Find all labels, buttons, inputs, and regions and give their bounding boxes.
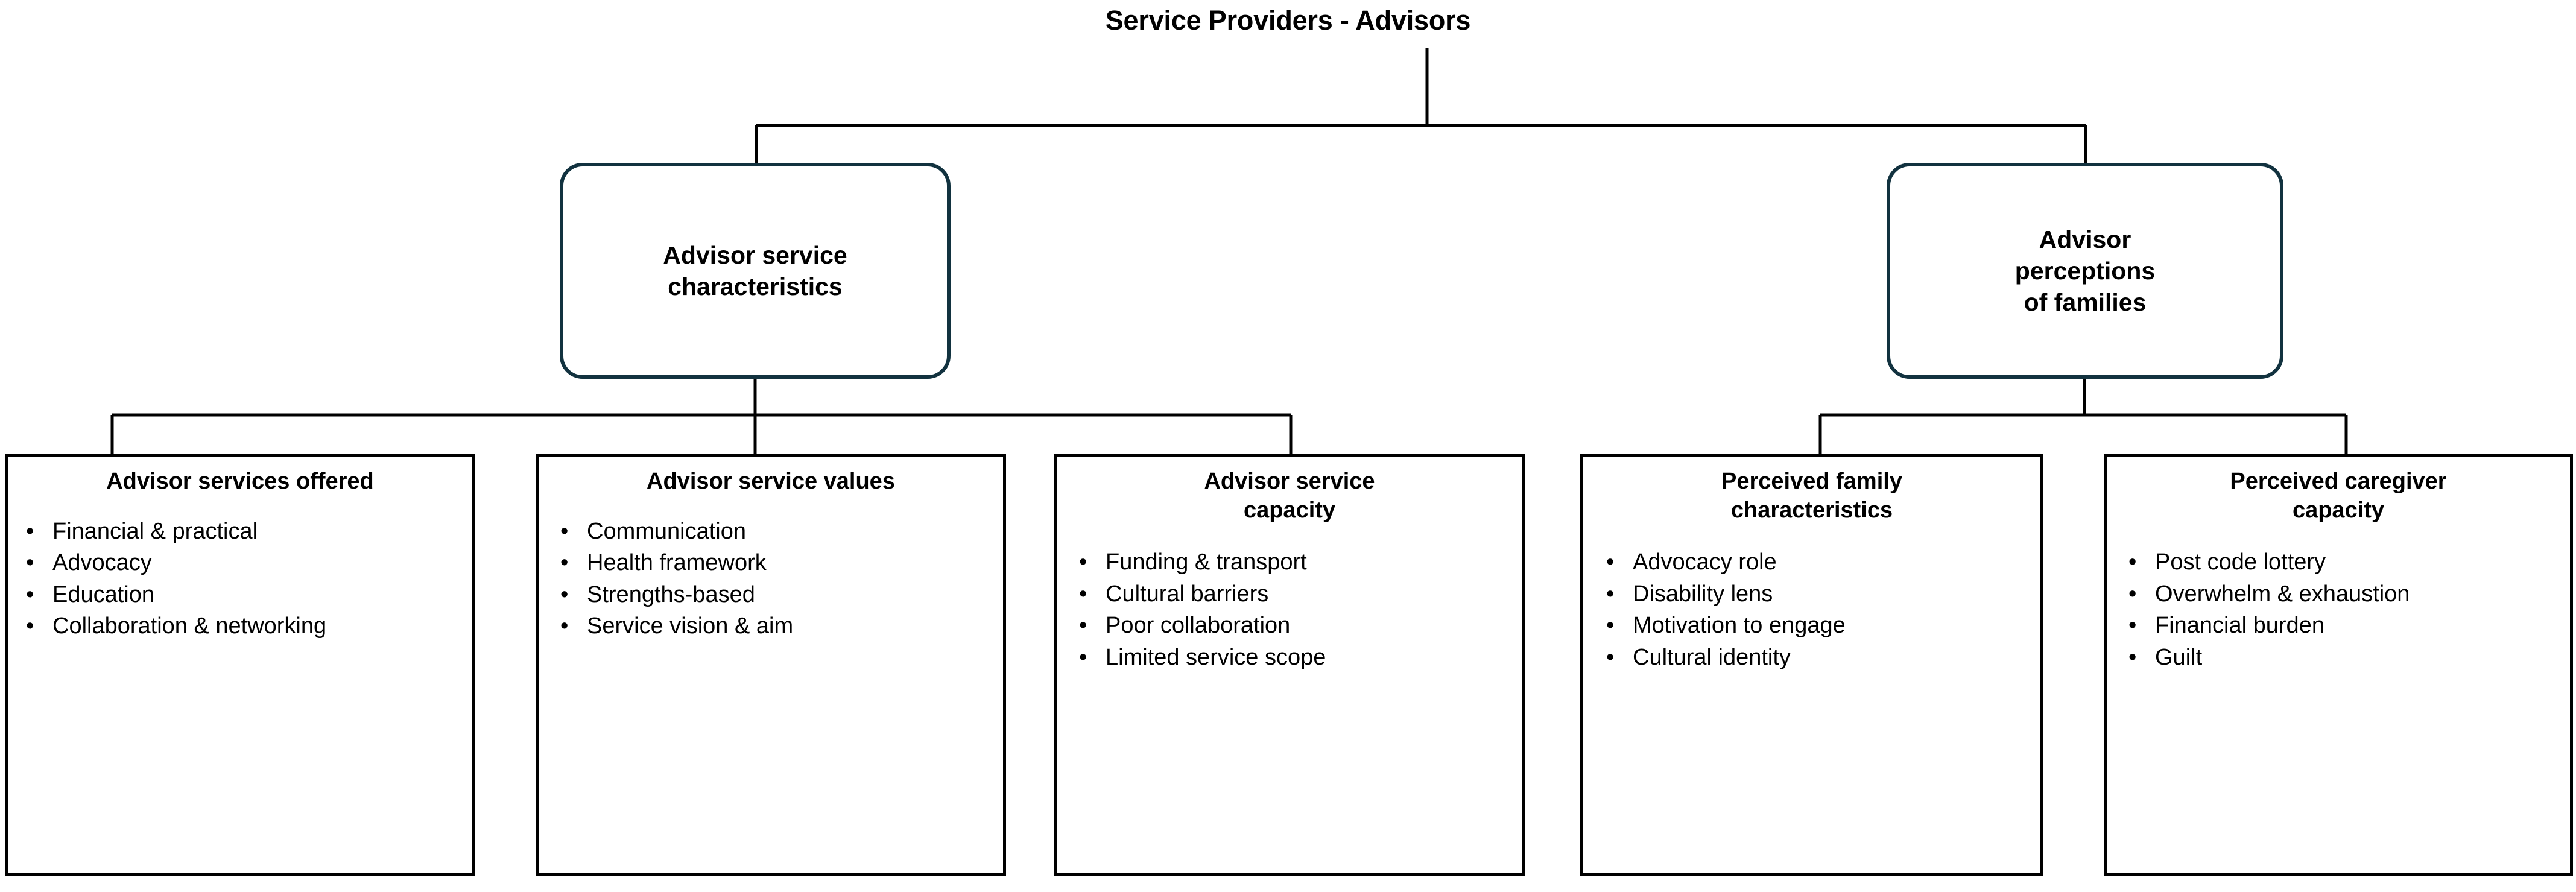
list-item: Limited service scope [1066,643,1522,672]
subtheme-box-perceived-caregiver-capacity: Perceived caregiver capacity Post code l… [2104,454,2573,876]
subtheme-box-advisor-service-capacity: Advisor service capacity Funding & trans… [1054,454,1525,876]
subtheme-list: Advocacy role Disability lens Motivation… [1593,548,2040,672]
subtheme-box-perceived-family-characteristics: Perceived family characteristics Advocac… [1580,454,2043,876]
list-item: Financial burden [2115,611,2570,641]
list-item: Education [13,580,472,610]
list-item: Motivation to engage [1593,611,2040,641]
list-item: Advocacy role [1593,548,2040,577]
subtheme-list: Post code lottery Overwhelm & exhaustion… [2115,548,2570,672]
list-item: Health framework [547,548,1003,578]
subtheme-title: Perceived caregiver capacity [2230,469,2447,523]
subtheme-list: Funding & transport Cultural barriers Po… [1066,548,1522,672]
list-item: Collaboration & networking [13,612,472,641]
theme-box-advisor-perceptions-of-families: Advisor perceptions of families [1887,163,2283,379]
subtheme-list: Communication Health framework Strengths… [547,517,1003,642]
subtheme-box-advisor-service-values: Advisor service values Communication Hea… [536,454,1006,876]
list-item: Service vision & aim [547,612,1003,641]
subtheme-title: Advisor service values [647,469,895,494]
list-item: Financial & practical [13,517,472,546]
subtheme-title: Perceived family characteristics [1721,469,1902,523]
list-item: Advocacy [13,548,472,578]
subtheme-list: Financial & practical Advocacy Education… [13,517,472,642]
list-item: Cultural identity [1593,643,2040,672]
list-item: Cultural barriers [1066,580,1522,609]
theme-box-advisor-service-characteristics: Advisor service characteristics [560,163,951,379]
list-item: Communication [547,517,1003,546]
list-item: Poor collaboration [1066,611,1522,641]
root-title: Service Providers - Advisors [1105,5,1471,36]
subtheme-title: Advisor service capacity [1204,469,1375,523]
list-item: Strengths-based [547,580,1003,610]
list-item: Overwhelm & exhaustion [2115,580,2570,609]
subtheme-title: Advisor services offered [106,469,374,494]
list-item: Guilt [2115,643,2570,672]
theme-label: Advisor perceptions of families [2014,225,2156,317]
subtheme-box-advisor-services-offered: Advisor services offered Financial & pra… [5,454,475,876]
list-item: Funding & transport [1066,548,1522,577]
theme-label: Advisor service characteristics [663,241,847,300]
list-item: Disability lens [1593,580,2040,609]
list-item: Post code lottery [2115,548,2570,577]
